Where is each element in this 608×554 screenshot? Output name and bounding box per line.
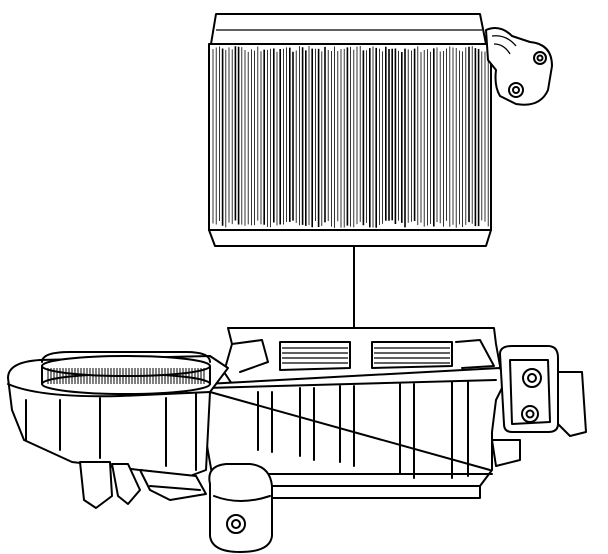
blower-connector [79,461,113,509]
blower-motor-boss [208,463,273,553]
evaporator-top-tank [210,13,487,45]
blower-wheel-blades [47,368,205,384]
hvac-module-housing [205,327,587,553]
evaporator-fin-core [208,43,492,231]
blower-fan [7,351,229,509]
evaporator-fins [212,46,489,228]
housing-vent-slots [279,341,453,371]
evaporator-bottom-tank [208,229,492,247]
evaporator-core [208,13,553,247]
refrigerant-pipe-fitting [485,27,553,106]
